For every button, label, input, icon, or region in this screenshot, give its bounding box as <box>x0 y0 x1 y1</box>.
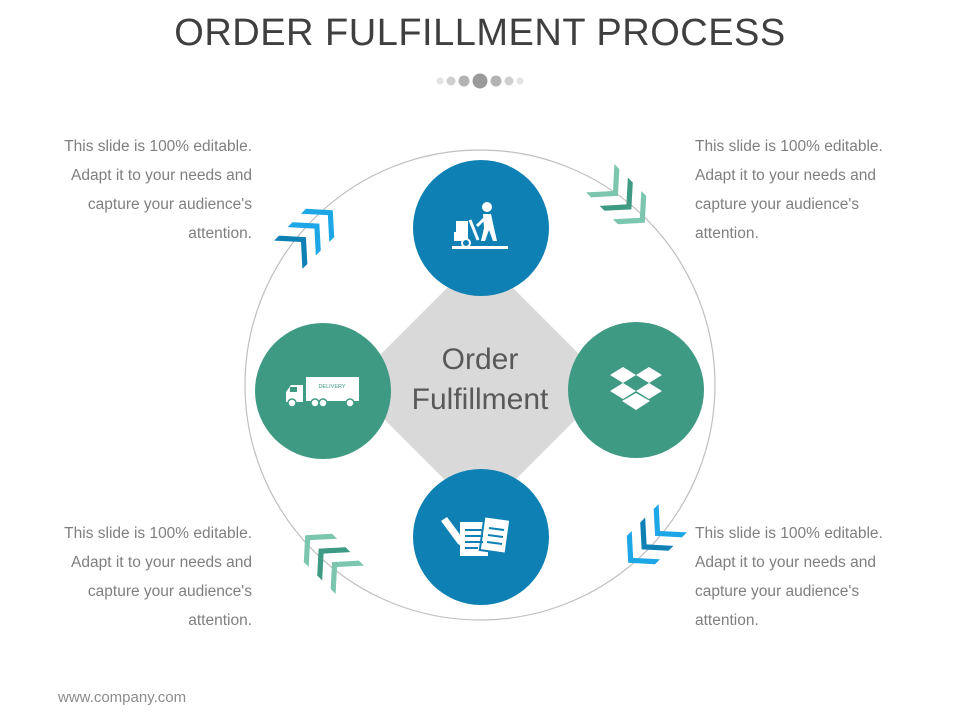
documents-icon <box>441 515 512 556</box>
pager-dot <box>446 76 456 86</box>
pager-dots <box>436 73 524 89</box>
note-line: capture your audience's <box>695 583 860 600</box>
note-line: attention. <box>188 612 252 629</box>
note-line: Adapt it to your needs and <box>695 554 876 571</box>
note-line: Adapt it to your needs and <box>71 554 252 571</box>
footer-url: www.company.com <box>58 689 187 706</box>
hand-truck-icon <box>452 202 508 249</box>
node-delivery-truck: DELIVERY <box>255 323 391 459</box>
chevron-arrows-top-left-icon <box>274 208 335 269</box>
note-line: This slide is 100% editable. <box>695 138 883 155</box>
note-line: This slide is 100% editable. <box>64 525 252 542</box>
truck-delivery-label: DELIVERY <box>318 384 345 390</box>
pager-dot <box>458 75 470 87</box>
boxes-icon <box>610 367 662 410</box>
slide-title: ORDER FULFILLMENT PROCESS <box>174 12 786 54</box>
outer-ring <box>244 149 716 621</box>
node-boxes <box>568 322 704 458</box>
note-line: This slide is 100% editable. <box>695 525 883 542</box>
node-documents <box>413 469 549 605</box>
pager-dot <box>436 77 444 85</box>
note-line: This slide is 100% editable. <box>64 138 252 155</box>
delivery-truck-icon: DELIVERY <box>286 377 359 408</box>
chevron-arrows-bottom-left-icon <box>303 533 364 594</box>
note-line: Adapt it to your needs and <box>71 167 252 184</box>
note-bottom-right: This slide is 100% editable. Adapt it to… <box>695 519 895 635</box>
node-hand-truck <box>413 160 549 296</box>
center-label-line2: Fulfillment <box>411 383 549 416</box>
note-line: attention. <box>188 225 252 242</box>
chevron-arrows-top-right-icon <box>586 164 647 225</box>
center-diamond <box>350 255 610 515</box>
note-line: capture your audience's <box>695 196 860 213</box>
note-line: capture your audience's <box>87 583 252 600</box>
note-line: capture your audience's <box>87 196 252 213</box>
pager-dot <box>490 75 502 87</box>
pager-dot <box>516 77 524 85</box>
pager-dot <box>472 73 488 89</box>
note-top-left: This slide is 100% editable. Adapt it to… <box>52 132 252 248</box>
chevron-arrows-bottom-right-icon <box>626 504 687 565</box>
note-line: attention. <box>695 612 759 629</box>
center-label-line1: Order <box>441 343 519 376</box>
note-line: attention. <box>695 225 759 242</box>
note-bottom-left: This slide is 100% editable. Adapt it to… <box>52 519 252 635</box>
note-top-right: This slide is 100% editable. Adapt it to… <box>695 132 895 248</box>
pager-dot <box>504 76 514 86</box>
note-line: Adapt it to your needs and <box>695 167 876 184</box>
center-label: Order Fulfillment <box>395 340 565 420</box>
